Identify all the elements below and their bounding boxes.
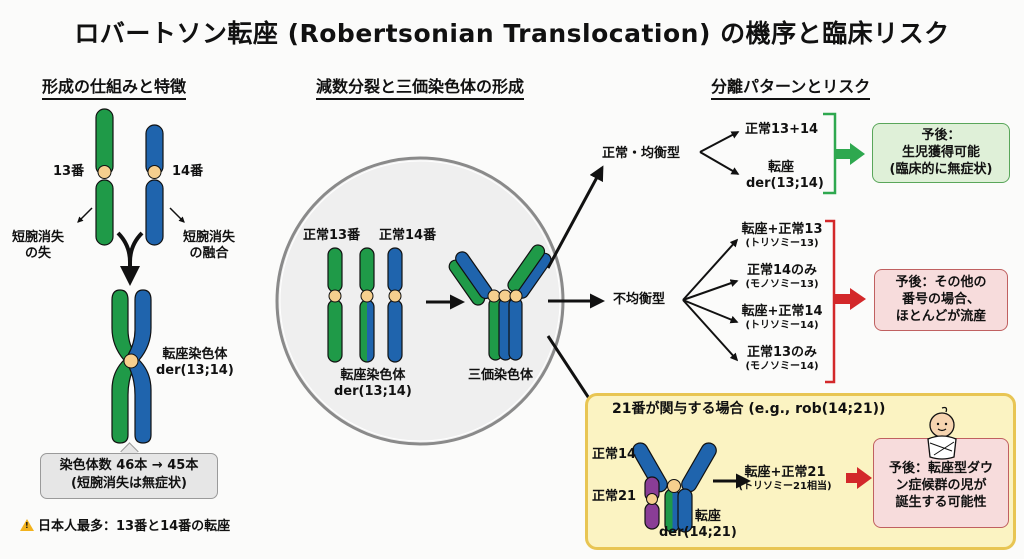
label-short-arm-loss-left: 短腕消失 の失 [12, 230, 65, 262]
unbalanced-arrow [834, 288, 866, 310]
unbalanced-outcome-2: 正常14のみ (モノソミー13) [745, 263, 819, 291]
balanced-outcome-translocation: 転座 der(13;14) [746, 160, 824, 192]
chr21-case-heading: 21番が関与する場合 (e.g., rob(14;21)) [612, 401, 886, 417]
trivalent-chromosome [448, 244, 552, 361]
arrow-to-balanced [546, 165, 604, 269]
label-normal-14: 正常14番 [379, 228, 437, 243]
arrow-balanced-normal [699, 131, 740, 153]
chromosome-14 [145, 124, 164, 246]
section-heading-formation: 形成の仕組みと特徴 [42, 73, 187, 100]
balanced-arrow [835, 143, 865, 165]
unbalanced-outcome-3: 転座+正常14 (トリソミー14) [741, 304, 823, 332]
balanced-outcome-normal: 正常13+14 [745, 122, 819, 137]
chr21-risk-arrow [846, 467, 872, 489]
arrow-unbalanced-4 [682, 299, 739, 362]
baby-icon [927, 406, 957, 460]
derivative-14-21-in-panel [664, 479, 693, 533]
chr21-diagram [632, 442, 872, 533]
chr21-outcome: 転座+正常21 (トリソミー21相当) [738, 465, 832, 493]
label-short-arm-loss-right: 短腕消失 の融合 [183, 230, 236, 262]
prognosis-chr21: 予後：転座型ダウ ン症候群の児が 誕生する可能性 [873, 438, 1009, 528]
prognosis-unbalanced: 予後：その他の 番号の場合、 ほとんどが流産 [874, 269, 1008, 331]
label-meiosis-derivative: 転座染色体 der(13;14) [334, 368, 412, 400]
derivative-13-14-chromosome [359, 247, 375, 363]
section-heading-meiosis: 減数分裂と三価染色体の形成 [316, 73, 525, 100]
label-derivative-14-21: 転座 der(14;21) [659, 509, 737, 541]
label-trivalent: 三価染色体 [468, 368, 534, 383]
fusion-connector [116, 231, 144, 263]
normal-13-chromosome [327, 247, 343, 363]
chromosome-13 [95, 108, 114, 246]
section-heading-segregation: 分離パターンとリスク [711, 73, 871, 100]
label-balanced: 正常・均衡型 [602, 146, 681, 161]
arrow-balanced-translocation [699, 151, 740, 175]
label-unbalanced: 不均衡型 [613, 292, 666, 307]
arrow-unbalanced-3 [682, 299, 739, 324]
warning-note: !日本人最多：13番と14番の転座 [20, 515, 230, 534]
chr21-normal-in-panel [644, 476, 660, 530]
balanced-bracket [823, 112, 837, 195]
arrow-unbalanced-2 [682, 279, 739, 301]
chr14-normal-in-panel [632, 442, 717, 493]
warning-icon: ! [20, 519, 34, 531]
unbalanced-bracket [825, 219, 836, 384]
label-normal-14-panel: 正常14 [592, 447, 637, 462]
label-normal-21-panel: 正常21 [592, 489, 637, 504]
label-derivative-13-14: 転座染色体 der(13;14) [156, 347, 234, 379]
arrow-short-arm-loss-right [169, 207, 185, 223]
label-chr14: 14番 [172, 164, 204, 179]
unbalanced-outcome-1: 転座+正常13 (トリソミー13) [741, 222, 823, 250]
normal-14-chromosome [387, 247, 403, 363]
page-title: ロバートソン転座 (Robertsonian Translocation) の機… [74, 19, 950, 48]
prognosis-balanced: 予後： 生児獲得可能 (臨床的に無症状) [872, 123, 1010, 183]
label-normal-13: 正常13番 [303, 228, 361, 243]
label-chr13: 13番 [53, 164, 85, 179]
arrow-unbalanced-1 [682, 238, 739, 301]
unbalanced-outcome-4: 正常13のみ (モノソミー14) [745, 345, 819, 373]
chromosome-count-callout: 染色体数 46本 → 45本 (短腕消失は無症状) [40, 453, 218, 499]
derivative-chromosome-13-14 [111, 289, 152, 444]
arrow-short-arm-loss-left [77, 207, 93, 223]
